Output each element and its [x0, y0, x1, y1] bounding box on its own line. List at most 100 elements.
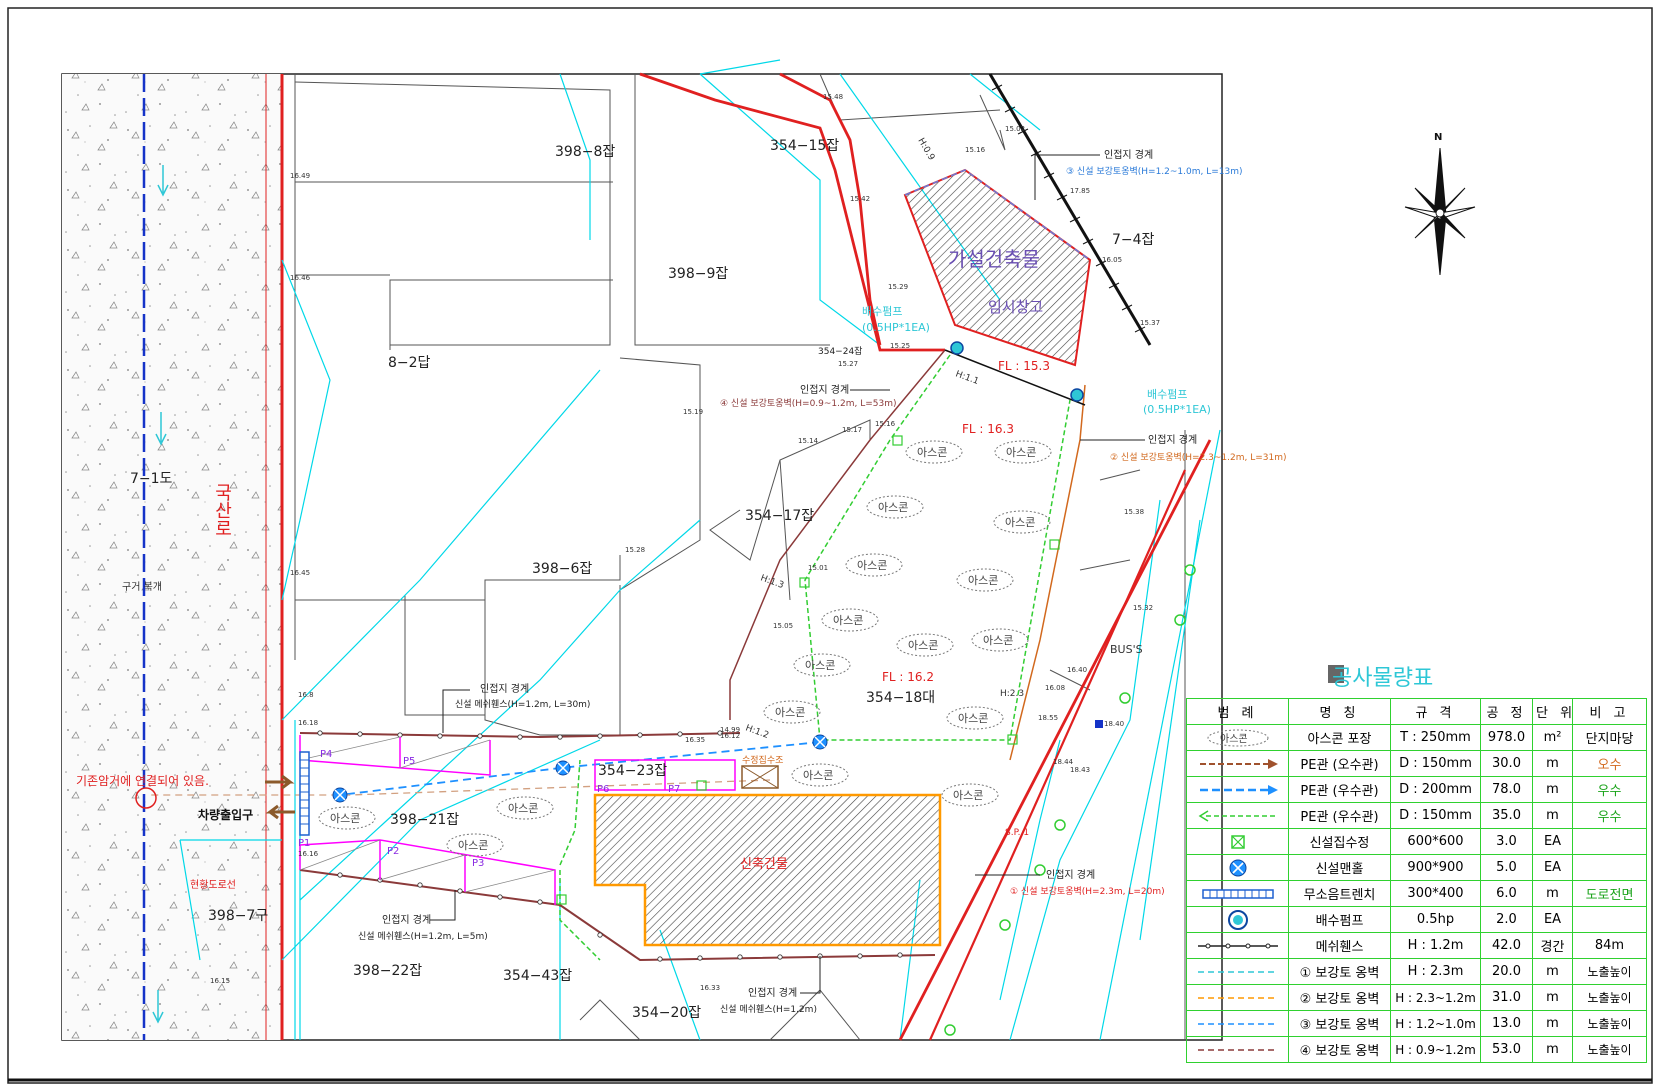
- elev: 15.16: [875, 420, 896, 428]
- asphalt-label: 아스콘: [803, 769, 833, 782]
- row-note: [1572, 854, 1647, 881]
- callout-fence1-text: 신설 메쉬휀스(H=1.2m, L=30m): [455, 698, 590, 710]
- quantity-title-icon: [1328, 665, 1344, 683]
- row-unit: m: [1532, 984, 1573, 1011]
- row-note: 84m: [1572, 932, 1647, 959]
- row-qty: 2.0: [1480, 906, 1533, 933]
- elev: 15.14: [798, 437, 819, 445]
- pump-1-spec: (0.5HP*1EA): [862, 321, 930, 334]
- row-unit: 경간: [1532, 932, 1573, 959]
- table-row: ① 보강토 옹벽 H : 2.3m 20.0 m 노출높이: [1186, 958, 1647, 985]
- row-spec: H : 2.3m: [1390, 958, 1481, 985]
- table-row: PE관 (우수관) D : 150mm 35.0 m 우수: [1186, 802, 1647, 829]
- fl-low: FL : 16.2: [882, 670, 934, 684]
- elev: 15.01: [808, 564, 828, 572]
- row-note: 노출높이: [1572, 958, 1647, 985]
- row-name: 무소음트렌치: [1288, 880, 1391, 907]
- elev: 15.17: [842, 426, 862, 434]
- asphalt-label: 아스콘: [1005, 516, 1035, 529]
- asphalt-label: 아스콘: [458, 839, 488, 852]
- col-name: 명 칭: [1288, 698, 1391, 725]
- trench: [299, 751, 310, 836]
- col-spec: 규 격: [1390, 698, 1481, 725]
- col-note: 비 고: [1572, 698, 1647, 725]
- row-name: ④ 보강토 옹벽: [1288, 1036, 1391, 1063]
- h-2-3: H:2.3: [1000, 689, 1024, 699]
- asphalt-label: 아스콘: [908, 639, 938, 652]
- table-row: ③ 보강토 옹벽 H : 1.2~1.0m 13.0 m 노출높이: [1186, 1010, 1647, 1037]
- elev: 15.16: [965, 146, 986, 154]
- row-spec: 300*400: [1390, 880, 1481, 907]
- parcel-398-7: 398−7구: [208, 908, 268, 924]
- row-unit: m²: [1532, 724, 1573, 751]
- elev: 16.46: [290, 274, 311, 282]
- parcel-354-20: 354−20잡: [632, 1005, 701, 1021]
- sewer-pipe: [150, 779, 771, 796]
- elev: 18.55: [1038, 714, 1058, 722]
- rail-line: [988, 73, 1152, 346]
- row-unit: EA: [1532, 906, 1573, 933]
- table-row: ④ 보강토 옹벽 H : 0.9~1.2m 53.0 m 노출높이: [1186, 1036, 1647, 1063]
- parcel-7-4: 7−4잡: [1112, 232, 1155, 248]
- existing-conn-label: 기존암거에 연결되어 있음.: [76, 774, 209, 788]
- settling-tank-label: 수정집수조: [742, 754, 783, 766]
- asphalt-label: 아스콘: [878, 501, 908, 514]
- row-name: PE관 (오수관): [1288, 750, 1391, 777]
- wall3-line: [904, 169, 1091, 261]
- callout-wall1-text: ① 신설 보강토옹벽(H=2.3m, L=20m): [1010, 886, 1165, 897]
- row-spec: D : 150mm: [1390, 750, 1481, 777]
- callout-wall1: 인접지 경계 ① 신설 보강토옹벽(H=2.3m, L=20m): [975, 868, 1165, 897]
- callout-wall3: 인접지 경계 ③ 신설 보강토옹벽(H=1.2~1.0m, L=13m): [1034, 148, 1243, 200]
- road-flow-arrows: [152, 165, 169, 1024]
- row-name: ① 보강토 옹벽: [1288, 958, 1391, 985]
- row-note: [1572, 906, 1647, 933]
- parcel-354-23: 354−23잡: [598, 763, 667, 779]
- stall-p1: P1: [298, 838, 310, 849]
- parcel-354-15: 354−15잡: [770, 138, 839, 154]
- storm-pipe-small: [559, 354, 1071, 961]
- fl-top: FL : 15.3: [998, 359, 1050, 373]
- quantity-table-title: 공사물량표: [1332, 666, 1434, 691]
- row-name: ③ 보강토 옹벽: [1288, 1010, 1391, 1037]
- callout-fence2: 인접지 경계 신설 메쉬휀스(H=1.2m, L=5m): [358, 890, 488, 942]
- row-spec: D : 200mm: [1390, 776, 1481, 803]
- stall-p4: P4: [320, 749, 332, 760]
- col-qty: 공 정: [1480, 698, 1533, 725]
- elev: 18.44: [1053, 758, 1074, 766]
- legend-wall3-icon: [1186, 1010, 1289, 1037]
- elev: 15.25: [890, 342, 910, 350]
- row-spec: H : 0.9~1.2m: [1390, 1036, 1481, 1063]
- legend-brown-arrow-icon: [1186, 750, 1289, 777]
- elev: 15.05: [773, 622, 793, 630]
- parcel-398-22: 398−22잡: [353, 963, 422, 979]
- stall-p5: P5: [403, 756, 415, 767]
- row-unit: m: [1532, 958, 1573, 985]
- row-qty: 42.0: [1480, 932, 1533, 959]
- elev: 18.43: [1070, 766, 1090, 774]
- site-top-line: [944, 349, 1086, 406]
- pump-icons: [950, 341, 1084, 402]
- row-spec: H : 1.2~1.0m: [1390, 1010, 1481, 1037]
- elev: 16.12: [720, 732, 740, 740]
- wall4-line: [729, 349, 946, 720]
- asphalt-label: 아스콘: [833, 614, 863, 627]
- elev: 14.99: [720, 726, 740, 734]
- elev: 15.02: [1005, 125, 1025, 133]
- pump-2-label: 배수펌프: [1147, 388, 1187, 401]
- site-boundary: [639, 72, 1212, 1041]
- row-note: 노출높이: [1572, 984, 1647, 1011]
- table-row: 신설집수정 600*600 3.0 EA: [1186, 828, 1647, 855]
- settling-tank: [741, 765, 779, 789]
- sp-label: S.P. 1: [1005, 828, 1029, 838]
- row-spec: 900*900: [1390, 854, 1481, 881]
- elev: 15.48: [823, 93, 843, 101]
- north-compass: [1404, 147, 1476, 276]
- temp-building-label: 가설건축물: [948, 247, 1040, 271]
- row-note: 우수: [1572, 802, 1647, 829]
- road-name: 국산로: [212, 483, 233, 537]
- table-row: PE관 (오수관) D : 150mm 30.0 m 오수: [1186, 750, 1647, 777]
- settling-tank-cross: [741, 765, 779, 789]
- row-qty: 20.0: [1480, 958, 1533, 985]
- new-building: [593, 793, 942, 947]
